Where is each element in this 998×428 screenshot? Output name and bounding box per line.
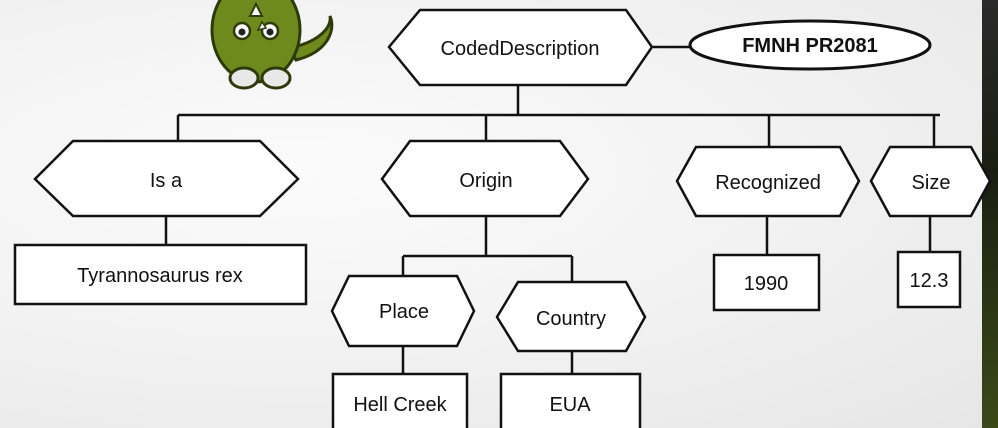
country-label: Country — [536, 308, 606, 330]
place-value-text: Hell Creek — [353, 394, 447, 416]
branch-origin: Origin — [380, 139, 590, 218]
country-value: EUA — [499, 372, 642, 428]
branch-recognized-value-text: 1990 — [744, 273, 789, 295]
branch-isa-label: Is a — [150, 170, 183, 192]
branch-isa-value-text: Tyrannosaurus rex — [77, 265, 243, 287]
root-node: CodedDescription — [387, 8, 654, 87]
branch-recognized: Recognized — [675, 145, 861, 218]
specimen-label: FMNH PR2081 — [742, 35, 878, 57]
country-value-text: EUA — [549, 394, 591, 416]
branch-size-value: 12.3 — [896, 250, 962, 309]
specimen-node: FMNH PR2081 — [688, 19, 932, 71]
branch-size-value-text: 12.3 — [910, 270, 949, 292]
place-label: Place — [379, 301, 429, 323]
branch-size: Size — [869, 145, 992, 218]
place-value: Hell Creek — [331, 372, 469, 428]
branch-origin-label: Origin — [459, 170, 512, 192]
branch-size-label: Size — [912, 172, 951, 194]
branch-recognized-label: Recognized — [715, 172, 821, 194]
connectors — [164, 45, 940, 374]
branch-recognized-value: 1990 — [712, 253, 821, 312]
side-strip — [982, 0, 998, 428]
origin-child-place: Place — [330, 274, 476, 348]
origin-child-country: Country — [495, 280, 647, 353]
root-label: CodedDescription — [441, 38, 600, 60]
branch-isa-value: Tyrannosaurus rex — [13, 243, 308, 306]
branch-isa: Is a — [33, 139, 300, 218]
dinosaur-mascot-icon — [210, 0, 334, 90]
